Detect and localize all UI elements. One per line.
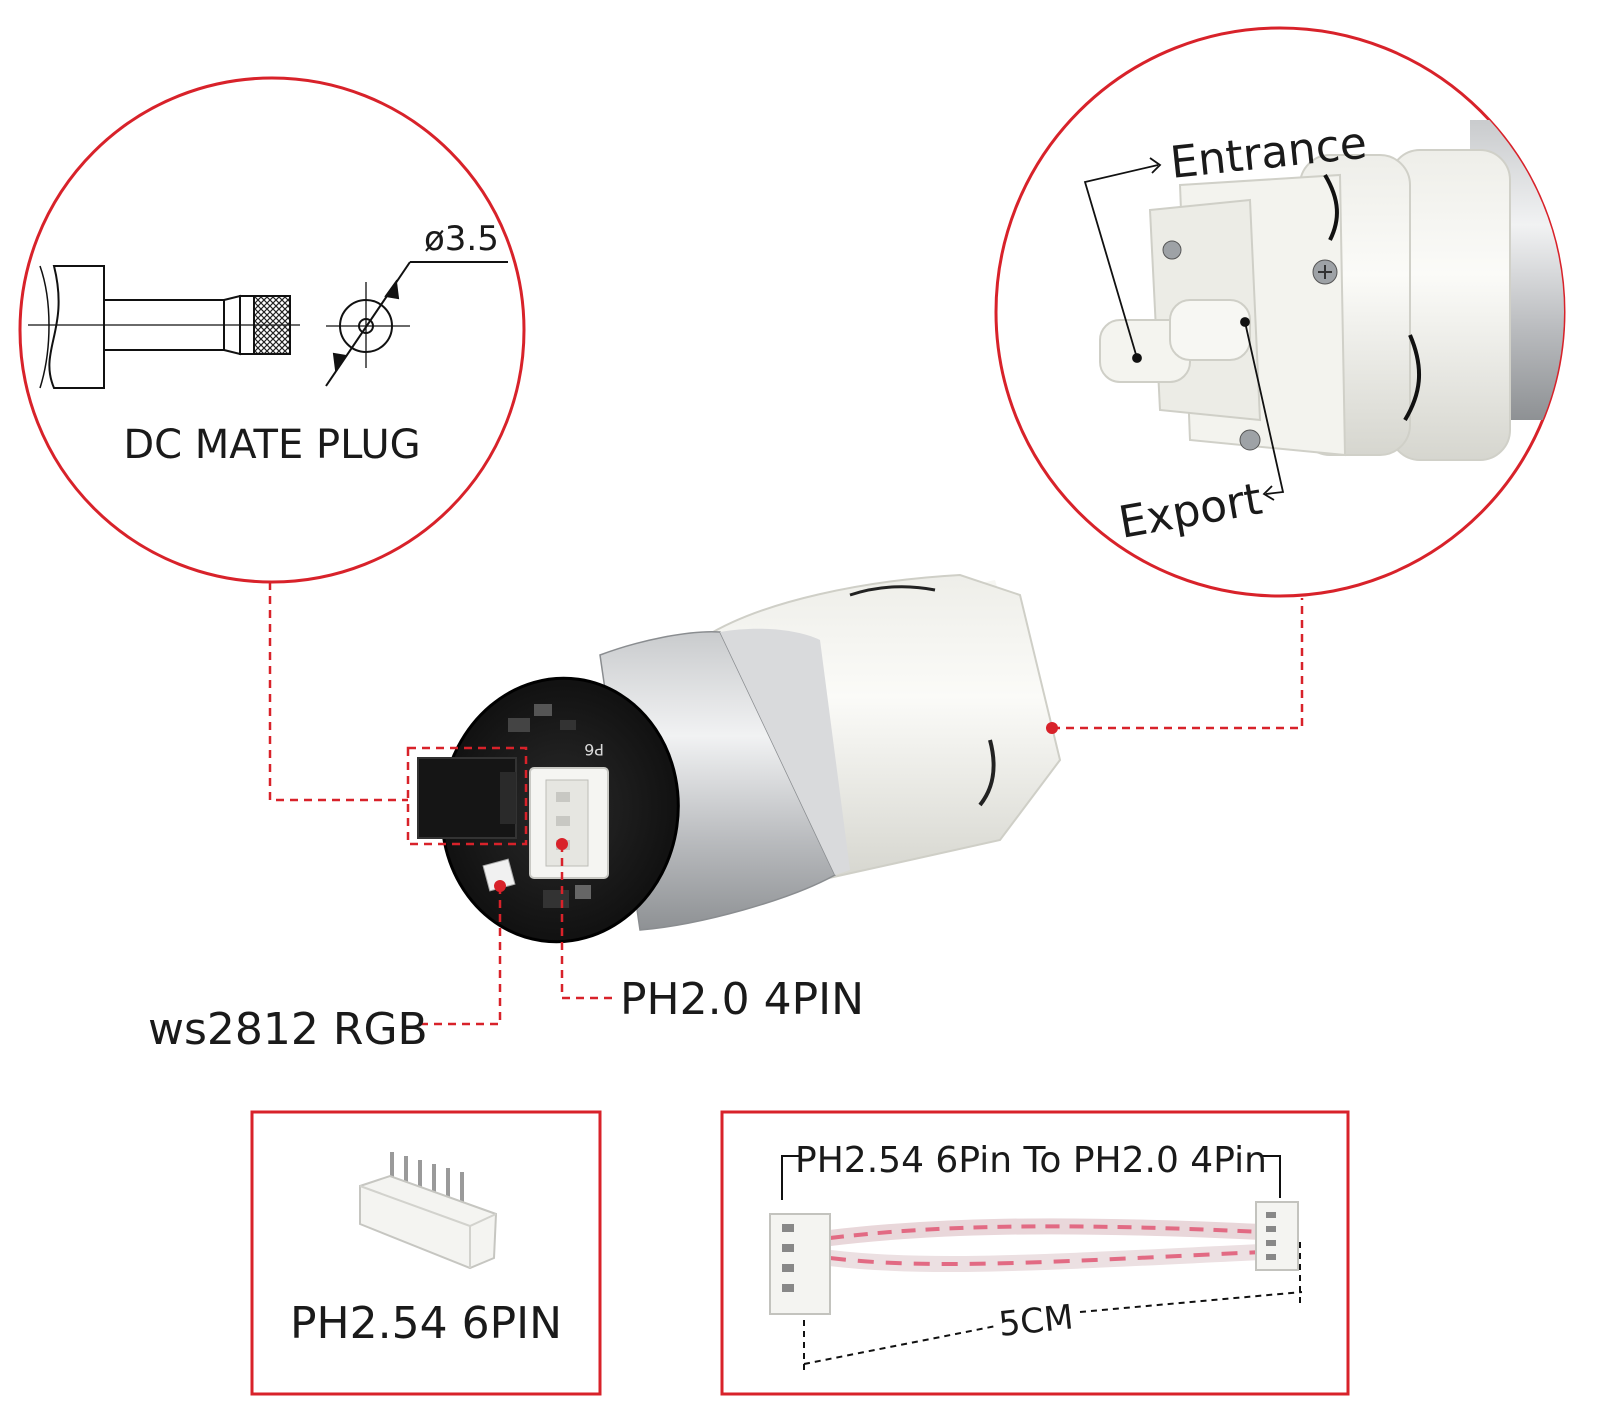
ph20-connector-icon xyxy=(529,767,609,879)
rgb-leader xyxy=(418,886,502,1026)
dc-plug-diameter: ø3.5 xyxy=(424,219,499,259)
rgb-anchor xyxy=(494,880,506,892)
cable-length-dimension xyxy=(803,1242,1303,1374)
pump-ports-anchor xyxy=(1046,722,1058,734)
pcb-silk-label: P6 xyxy=(584,740,604,759)
pump-ports-callout: Entrance Export xyxy=(994,26,1566,598)
export-pointer xyxy=(1240,317,1285,501)
cable-box-frame xyxy=(720,1110,1350,1396)
dc-jack-highlight xyxy=(406,746,528,846)
cable-title-bracket xyxy=(781,1155,1281,1200)
cable-title: PH2.54 6Pin To PH2.0 4Pin xyxy=(795,1140,1267,1181)
pump-motor-photo: P6 xyxy=(417,573,1062,944)
dc-plug-leader xyxy=(268,582,408,802)
ph20-anchor xyxy=(556,838,568,850)
screw-icon xyxy=(1162,240,1182,260)
cable-box: PH2.54 6Pin To PH2.0 4Pin 5CM xyxy=(720,1110,1350,1396)
rgb-label: ws2812 RGB xyxy=(148,1004,428,1055)
connector-box-label: PH2.54 6PIN xyxy=(290,1298,562,1349)
connector-box-frame xyxy=(250,1110,602,1396)
dc-plug-section-icon xyxy=(325,261,508,387)
connector-box: PH2.54 6PIN xyxy=(250,1110,602,1396)
ph254-connector-icon xyxy=(359,1152,498,1270)
ph20-plug-icon xyxy=(1255,1201,1299,1271)
cable-length-label: 5CM xyxy=(997,1297,1075,1345)
dc-plug-callout: ø3.5 DC MATE PLUG xyxy=(18,76,526,584)
ph254-plug-icon xyxy=(769,1213,831,1315)
dc-plug-title: DC MATE PLUG xyxy=(123,422,420,468)
ph20-leader xyxy=(560,844,612,1000)
screw-icon xyxy=(1239,429,1261,451)
ph20-label: PH2.0 4PIN xyxy=(620,974,864,1025)
dc-plug-drawing-icon xyxy=(28,265,300,389)
entrance-pointer xyxy=(1083,157,1162,363)
callout-leaders xyxy=(268,582,1304,1026)
pump-ports-leader xyxy=(1052,598,1304,730)
cable-photo xyxy=(769,1201,1299,1315)
